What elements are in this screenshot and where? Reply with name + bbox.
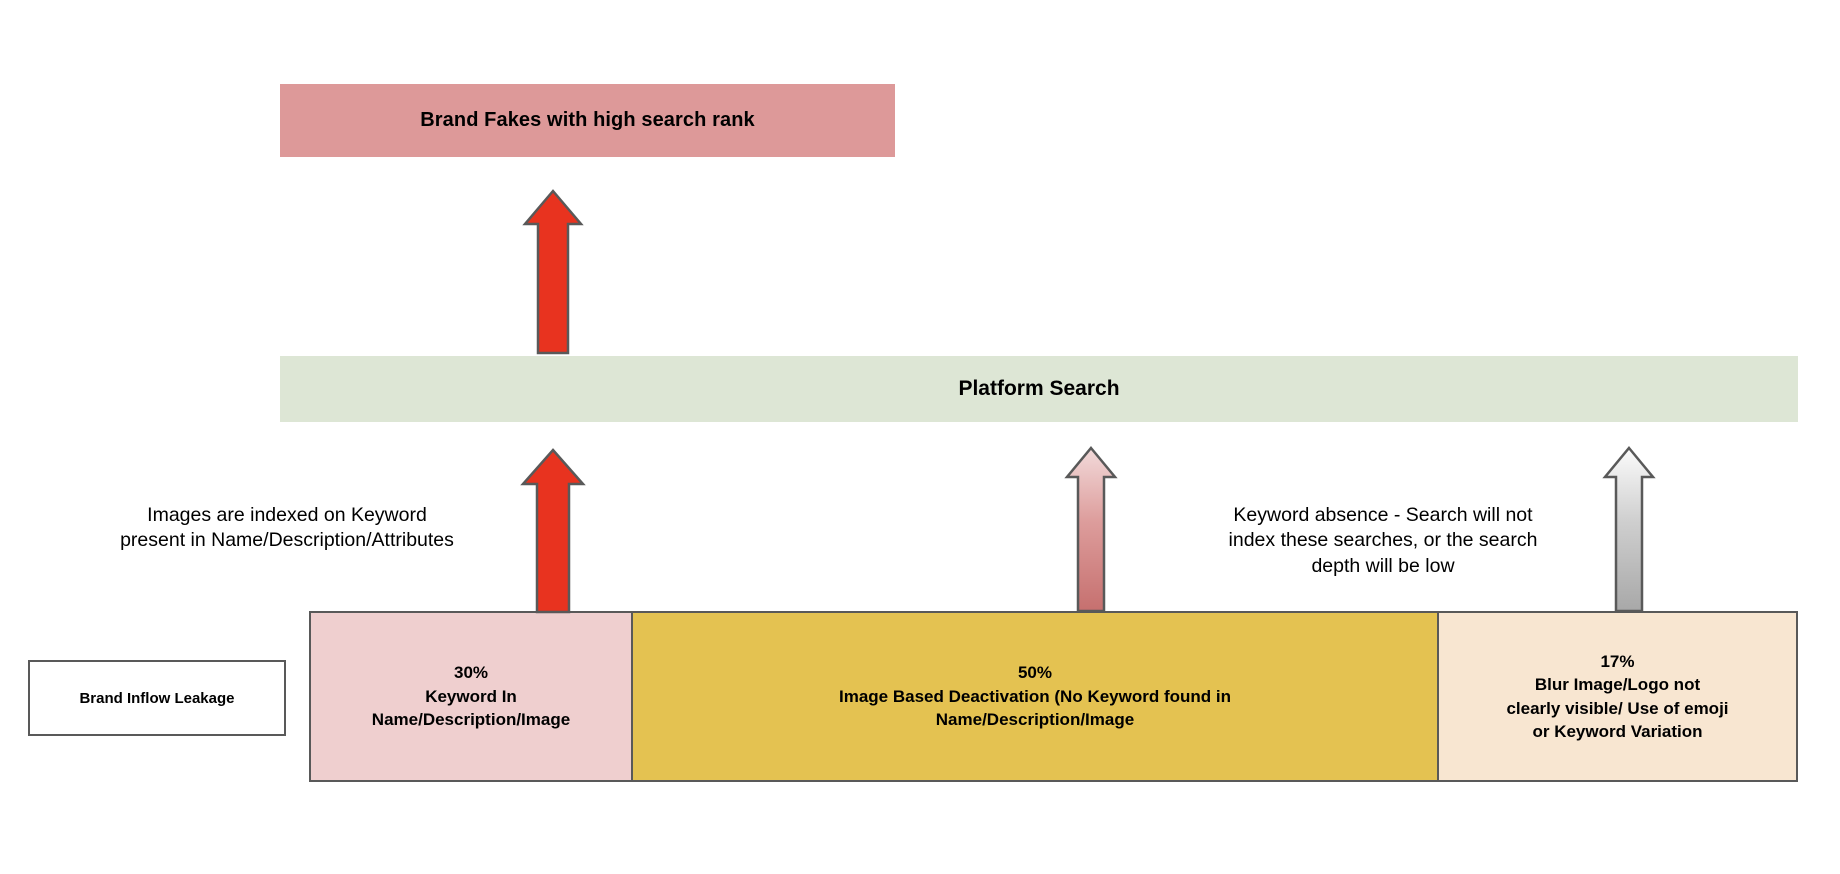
brand-fakes-bar: Brand Fakes with high search rank	[280, 84, 895, 157]
annotation-keyword-absence: Keyword absence - Search will not index …	[1228, 504, 1538, 577]
annotation-keyword-indexed: Images are indexed on Keyword present in…	[120, 504, 454, 552]
arrow-keyword-indexed-icon	[520, 448, 586, 614]
segment-keyword-in-name: 30% Keyword In Name/Description/Image	[309, 611, 633, 782]
brand-inflow-leakage-box: Brand Inflow Leakage	[28, 660, 286, 736]
segment-image-based-deactivation: 50% Image Based Deactivation (No Keyword…	[631, 611, 1439, 782]
segment-blur-image: 17% Blur Image/Logo not clearly visible/…	[1437, 611, 1798, 782]
arrow-rank-up-icon	[522, 189, 584, 355]
arrow-image-based-weak-icon	[1064, 446, 1118, 613]
platform-search-bar: Platform Search	[280, 356, 1798, 422]
